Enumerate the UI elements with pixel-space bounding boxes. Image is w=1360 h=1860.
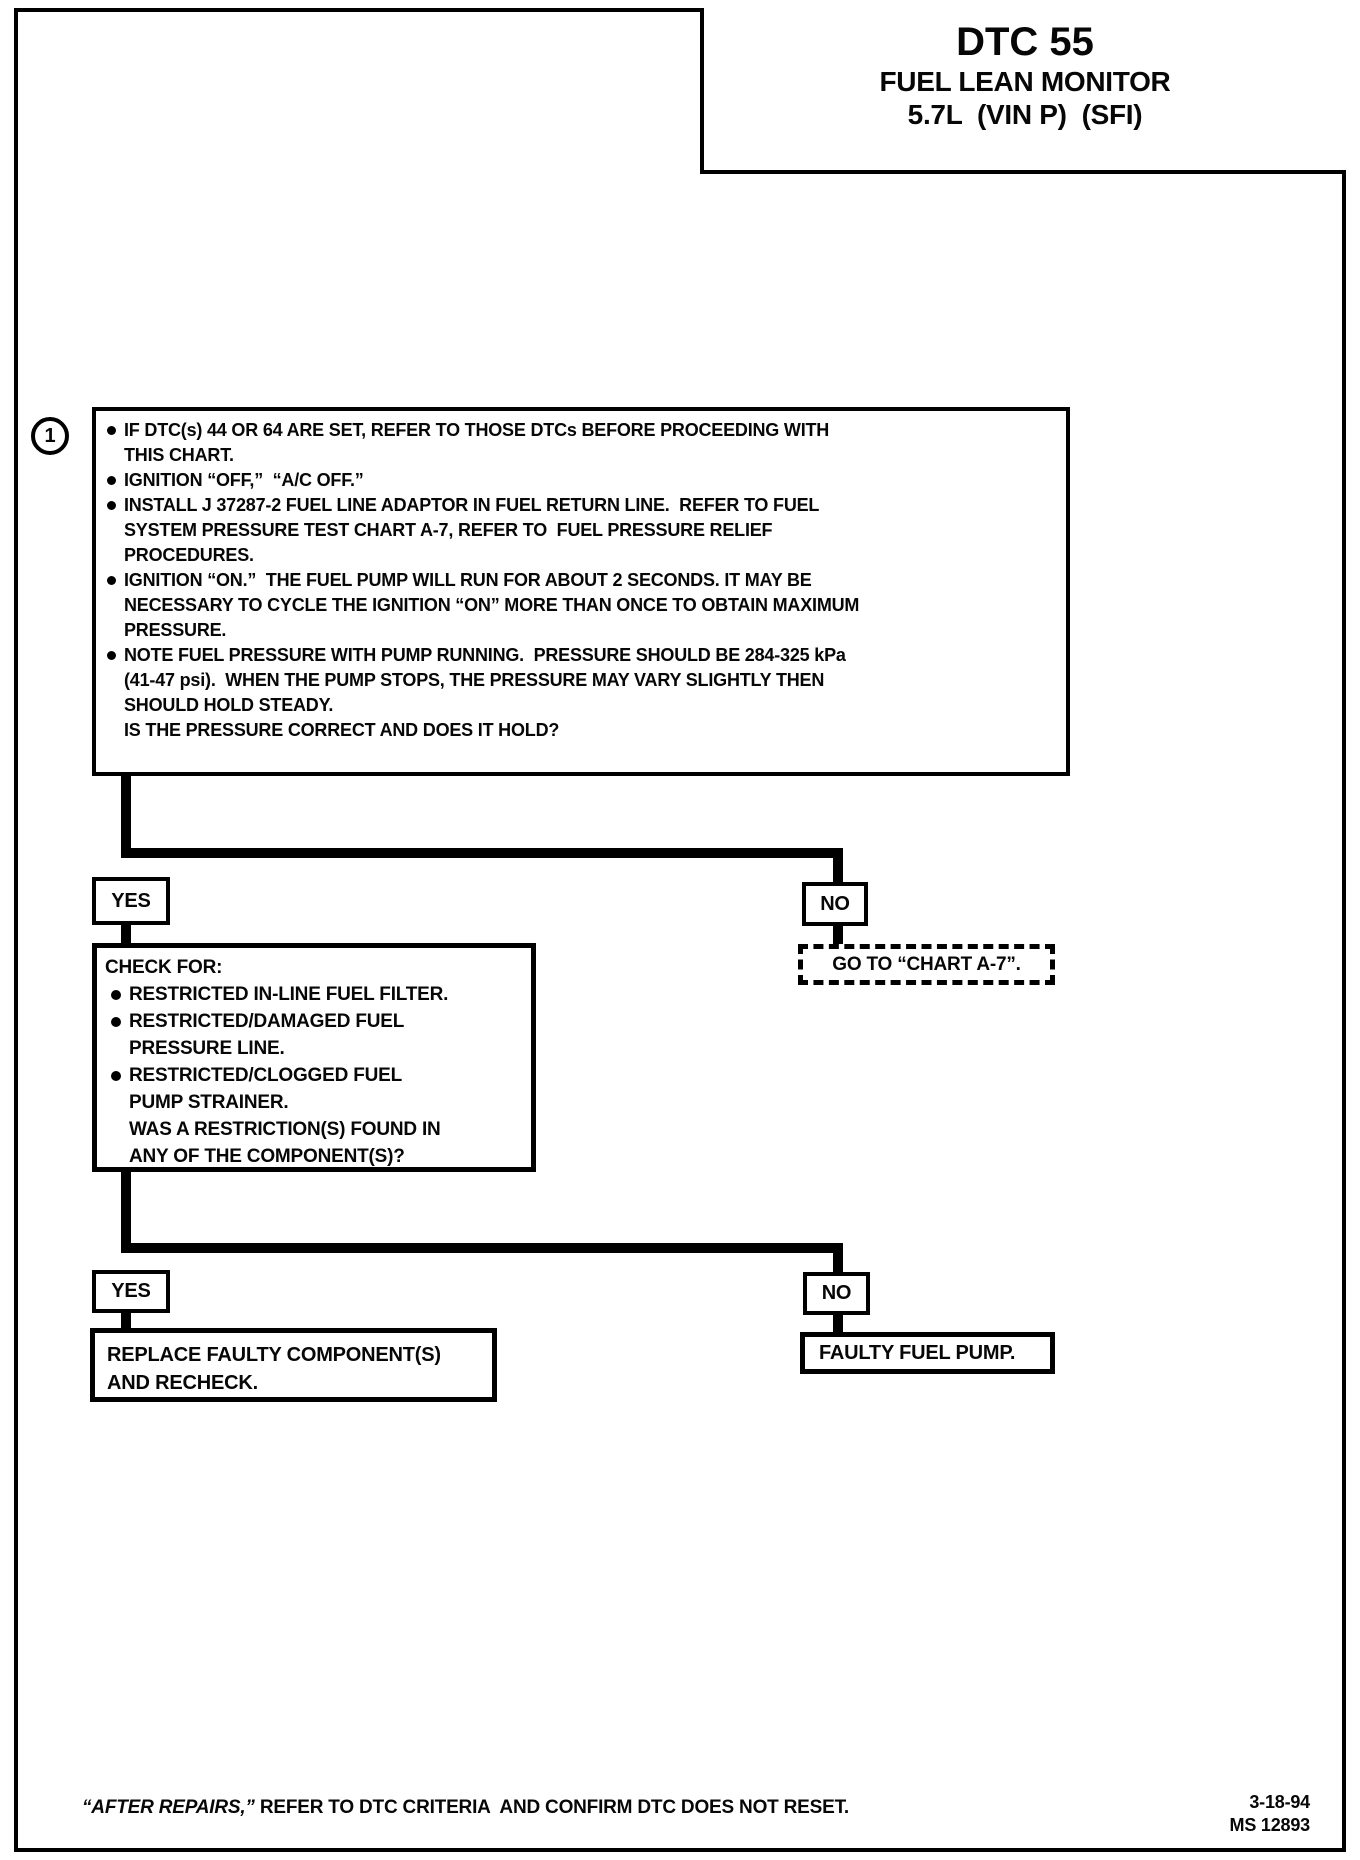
replace-components-label: REPLACE FAULTY COMPONENT(S) AND RECHECK. xyxy=(107,1344,441,1394)
connector-vertical-right-2 xyxy=(833,1243,843,1275)
bullet-icon xyxy=(103,1062,129,1116)
bullet-text: RESTRICTED/CLOGGED FUEL PUMP STRAINER. xyxy=(129,1065,403,1113)
page-title: DTC 55 xyxy=(956,20,1094,64)
page-border xyxy=(14,8,1346,1852)
bullet-icon xyxy=(100,468,124,493)
bullet-icon xyxy=(100,418,124,468)
title-block: DTC 55 FUEL LEAN MONITOR 5.7L (VIN P) (S… xyxy=(700,8,1346,174)
check-for-title: CHECK FOR: xyxy=(105,957,223,978)
no-label-1: NO xyxy=(820,892,850,915)
yes-label-1: YES xyxy=(111,889,151,912)
connector-yes1-check xyxy=(121,925,131,945)
connector-vertical-left-1 xyxy=(121,776,131,857)
yes-box-2: YES xyxy=(92,1270,170,1313)
bullet-item: RESTRICTED/DAMAGED FUEL PRESSURE LINE. xyxy=(103,1008,525,1062)
connector-horizontal-1 xyxy=(121,848,843,858)
footer-doc-code: MS 12893 xyxy=(1229,1815,1311,1835)
chart-name: FUEL LEAN MONITOR xyxy=(879,66,1171,97)
bullet-item: NOTE FUEL PRESSURE WITH PUMP RUNNING. PR… xyxy=(100,643,1058,718)
bullet-item: IGNITION “OFF,” “A/C OFF.” xyxy=(100,468,1058,493)
bullet-text: IGNITION “ON.” THE FUEL PUMP WILL RUN FO… xyxy=(124,570,860,640)
bullet-text: RESTRICTED IN-LINE FUEL FILTER. xyxy=(129,984,449,1005)
connector-horizontal-2 xyxy=(121,1243,843,1253)
bullet-item: RESTRICTED/CLOGGED FUEL PUMP STRAINER. xyxy=(103,1062,525,1116)
bullet-icon xyxy=(100,493,124,568)
connector-vertical-left-2 xyxy=(121,1172,131,1252)
bullet-text: INSTALL J 37287-2 FUEL LINE ADAPTOR IN F… xyxy=(124,495,820,565)
bullet-item: INSTALL J 37287-2 FUEL LINE ADAPTOR IN F… xyxy=(100,493,1058,568)
bullet-text: NOTE FUEL PRESSURE WITH PUMP RUNNING. PR… xyxy=(124,645,846,715)
bullet-item: IF DTC(s) 44 OR 64 ARE SET, REFER TO THO… xyxy=(100,418,1058,468)
bullet-text: IF DTC(s) 44 OR 64 ARE SET, REFER TO THO… xyxy=(124,420,830,465)
bullet-text: RESTRICTED/DAMAGED FUEL PRESSURE LINE. xyxy=(129,1011,405,1059)
bullet-text: IGNITION “OFF,” “A/C OFF.” xyxy=(124,470,364,490)
step1-question: IS THE PRESSURE CORRECT AND DOES IT HOLD… xyxy=(124,720,560,740)
engine-spec: 5.7L (VIN P) (SFI) xyxy=(907,99,1143,130)
step1-instruction-box: IF DTC(s) 44 OR 64 ARE SET, REFER TO THO… xyxy=(92,407,1070,776)
yes-box-1: YES xyxy=(92,877,170,925)
no-box-1: NO xyxy=(802,882,868,926)
bullet-item: RESTRICTED IN-LINE FUEL FILTER. xyxy=(103,981,525,1008)
no-label-2: NO xyxy=(821,1282,852,1304)
bullet-icon xyxy=(103,1008,129,1062)
no-box-2: NO xyxy=(803,1272,870,1315)
faulty-fuel-pump-box: FAULTY FUEL PUMP. xyxy=(800,1332,1055,1374)
bullet-icon xyxy=(100,568,124,643)
bullet-icon xyxy=(103,981,129,1008)
check-for-question: WAS A RESTRICTION(S) FOUND IN ANY OF THE… xyxy=(129,1119,441,1167)
footer-note: “AFTER REPAIRS,” REFER TO DTC CRITERIA A… xyxy=(82,1797,849,1819)
goto-chart-a7-box: GO TO “CHART A-7”. xyxy=(798,944,1055,985)
connector-no1-goto xyxy=(833,926,843,944)
goto-chart-a7-label: GO TO “CHART A-7”. xyxy=(832,953,1021,975)
step-number-circle: 1 xyxy=(31,417,69,455)
bullet-icon xyxy=(100,643,124,718)
faulty-fuel-pump-label: FAULTY FUEL PUMP. xyxy=(819,1341,1016,1364)
connector-vertical-right-1 xyxy=(833,848,843,884)
step-number: 1 xyxy=(44,424,56,447)
connector-yes2-replace xyxy=(121,1313,131,1330)
connector-no2-faulty xyxy=(833,1315,843,1334)
replace-components-box: REPLACE FAULTY COMPONENT(S) AND RECHECK. xyxy=(90,1328,497,1402)
footer-date: 3-18-94 xyxy=(1249,1792,1310,1812)
footer-note-rest: REFER TO DTC CRITERIA AND CONFIRM DTC DO… xyxy=(254,1797,849,1818)
yes-label-2: YES xyxy=(111,1280,151,1302)
check-for-box: CHECK FOR: RESTRICTED IN-LINE FUEL FILTE… xyxy=(92,943,536,1172)
footer-note-italic: “AFTER REPAIRS,” xyxy=(82,1797,255,1818)
bullet-item: IGNITION “ON.” THE FUEL PUMP WILL RUN FO… xyxy=(100,568,1058,643)
footer-stamp: 3-18-94 MS 12893 xyxy=(1229,1791,1311,1837)
